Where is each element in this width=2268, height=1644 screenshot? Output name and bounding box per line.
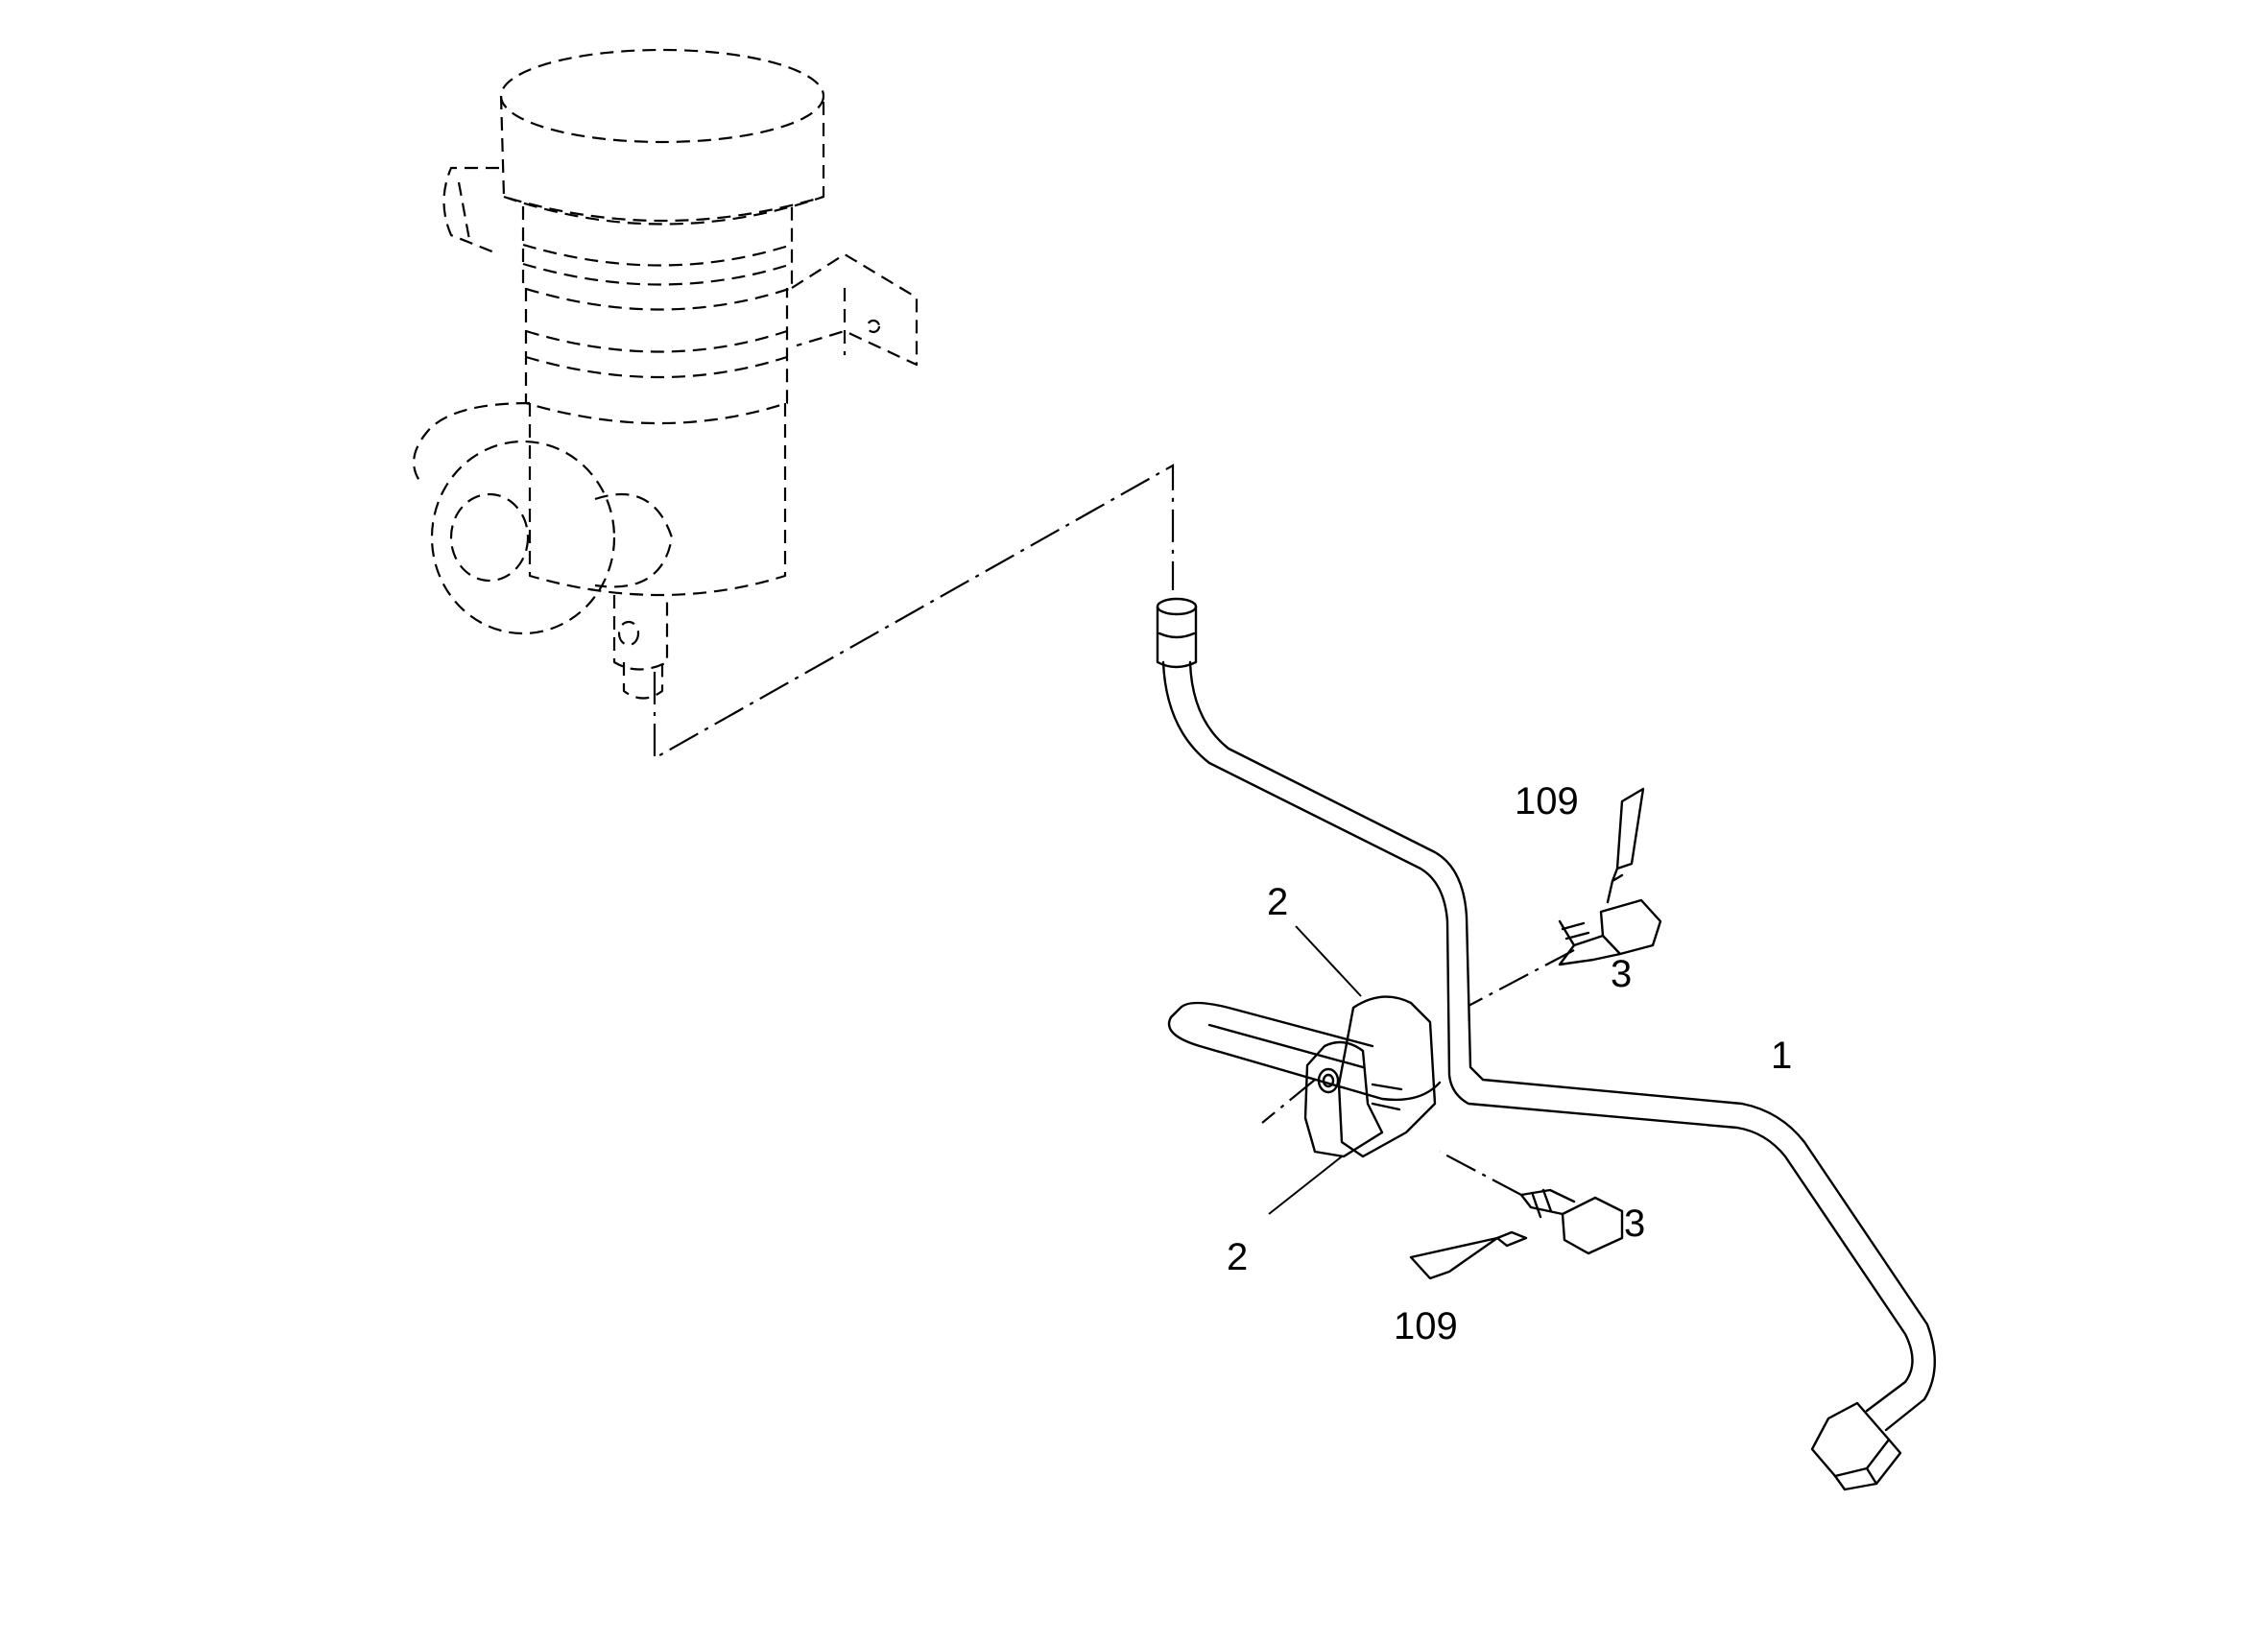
screw-lower: [1519, 1188, 1624, 1255]
connection-centerline: [653, 464, 1175, 760]
screw-upper: [1558, 898, 1662, 966]
leader-clamp-lower: [1268, 1156, 1343, 1215]
callout-clamp-upper: 2: [1267, 881, 1289, 923]
clamp-assembly: [1303, 995, 1437, 1158]
callout-screw-lower: 3: [1624, 1203, 1646, 1245]
screw-axis-through: [1261, 1079, 1316, 1124]
callout-pipe: 1: [1771, 1035, 1793, 1077]
callout-sealant-upper: 109: [1515, 780, 1579, 822]
screw-axis-upper: [1468, 949, 1575, 1007]
screw-axis-lower: [1439, 1151, 1522, 1196]
leader-clamp-upper: [1295, 925, 1362, 997]
callout-screw-upper: 3: [1611, 953, 1633, 995]
fuel-pipe: [1156, 597, 1936, 1491]
sealant-tube-lower: [1409, 1230, 1528, 1280]
callout-clamp-lower: 2: [1227, 1236, 1249, 1278]
fuel-filter-assembly: [413, 48, 919, 700]
sealant-tube-upper: [1606, 787, 1645, 904]
callout-sealant-lower: 109: [1394, 1305, 1458, 1347]
